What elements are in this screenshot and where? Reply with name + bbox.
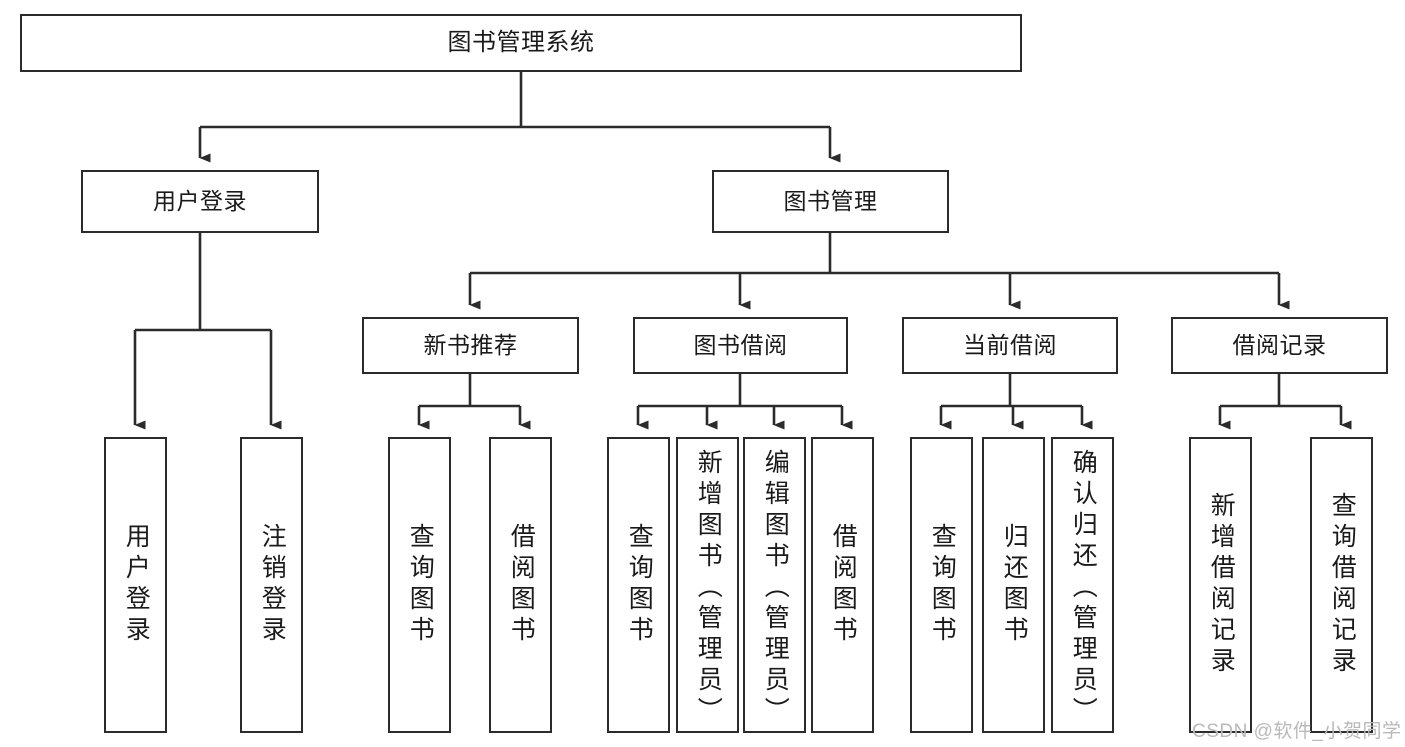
node-root[interactable]: 图书管理系统	[20, 14, 1022, 72]
leaf-user-login-label: 用户登录	[122, 523, 151, 647]
leaf-logout-label: 注销登录	[258, 523, 287, 647]
leaf-add-record[interactable]: 新增借阅记录	[1189, 437, 1252, 733]
leaf-return-book[interactable]: 归还图书	[982, 437, 1045, 733]
leaf-return-book-label: 归还图书	[1000, 523, 1029, 647]
node-user-login-label: 用户登录	[153, 188, 247, 215]
node-book-manage[interactable]: 图书管理	[712, 170, 949, 233]
leaf-add-book-label: 新增图书（管理员）	[694, 449, 723, 728]
leaf-query-record[interactable]: 查询借阅记录	[1310, 437, 1373, 733]
csdn-watermark: CSDN @软件_小贺同学	[1192, 721, 1402, 742]
leaf-confirm-return-label: 确认归还（管理员）	[1069, 449, 1098, 728]
leaf-borrow-book-2-label: 借阅图书	[829, 523, 858, 647]
leaf-borrow-book-1-label: 借阅图书	[507, 523, 536, 647]
node-root-label: 图书管理系统	[447, 29, 595, 57]
node-book-borrow-label: 图书借阅	[693, 332, 788, 359]
leaf-user-login[interactable]: 用户登录	[104, 437, 167, 733]
leaf-query-book-1-label: 查询图书	[406, 523, 435, 647]
leaf-edit-book-label: 编辑图书（管理员）	[761, 449, 790, 728]
leaf-query-book-2-label: 查询图书	[625, 523, 654, 647]
node-borrow-record[interactable]: 借阅记录	[1171, 317, 1388, 374]
leaf-borrow-book-2[interactable]: 借阅图书	[811, 437, 874, 733]
node-user-login[interactable]: 用户登录	[81, 170, 319, 233]
leaf-query-book-3[interactable]: 查询图书	[910, 437, 973, 733]
leaf-query-record-label: 查询借阅记录	[1328, 492, 1357, 678]
leaf-confirm-return[interactable]: 确认归还（管理员）	[1051, 437, 1114, 733]
node-book-manage-label: 图书管理	[783, 188, 878, 215]
node-book-borrow[interactable]: 图书借阅	[633, 317, 848, 374]
leaf-logout[interactable]: 注销登录	[240, 437, 303, 733]
node-new-book-rec-label: 新书推荐	[423, 332, 518, 359]
node-new-book-rec[interactable]: 新书推荐	[362, 317, 579, 374]
node-current-borrow[interactable]: 当前借阅	[902, 317, 1118, 374]
leaf-query-book-2[interactable]: 查询图书	[607, 437, 670, 733]
leaf-borrow-book-1[interactable]: 借阅图书	[489, 437, 552, 733]
leaf-edit-book[interactable]: 编辑图书（管理员）	[743, 437, 806, 733]
leaf-add-record-label: 新增借阅记录	[1207, 492, 1236, 678]
node-borrow-record-label: 借阅记录	[1232, 332, 1327, 359]
node-current-borrow-label: 当前借阅	[963, 332, 1057, 359]
leaf-query-book-3-label: 查询图书	[928, 523, 957, 647]
leaf-add-book[interactable]: 新增图书（管理员）	[676, 437, 739, 733]
leaf-query-book-1[interactable]: 查询图书	[388, 437, 451, 733]
